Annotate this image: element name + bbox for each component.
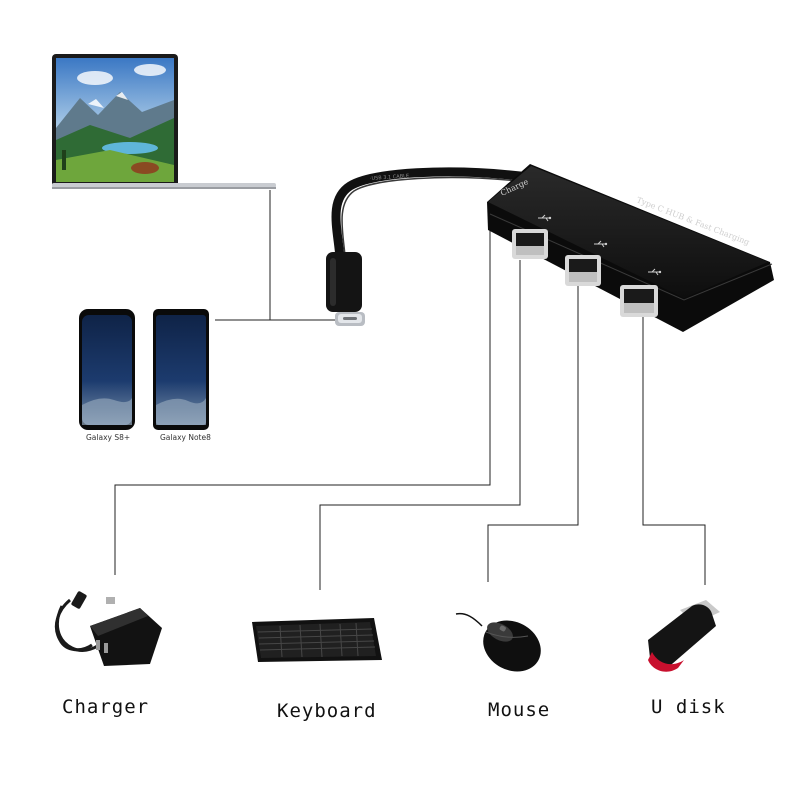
cable-print: ·USB 3.1 CABLE [370, 173, 410, 182]
usb-port-1 [512, 229, 548, 259]
usb-icon [648, 268, 662, 276]
usb-port-3 [620, 285, 658, 317]
connector-lines [114, 190, 706, 590]
usb-c-plug [326, 252, 365, 326]
phone-label-left: Galaxy S8+ [86, 433, 130, 442]
usb-port-2 [565, 255, 601, 286]
udisk-label: U disk [651, 696, 726, 718]
udisk-icon [648, 600, 720, 672]
phone-label-right: Galaxy Note8 [160, 433, 211, 442]
charger-line [114, 230, 491, 575]
phone-galaxy-s8plus [79, 309, 135, 430]
mouse-label: Mouse [488, 699, 550, 721]
mouse-line [487, 285, 579, 582]
keyboard-icon [252, 618, 382, 662]
usb-icon [538, 214, 552, 222]
usb-hub: Type C HUB & Fast Charging Charge [487, 164, 774, 332]
keyboard-label: Keyboard [277, 700, 377, 722]
mouse-icon [455, 612, 541, 672]
laptop-screen [56, 58, 174, 182]
laptop [52, 54, 276, 189]
charger-label: Charger [62, 696, 149, 718]
phone-galaxy-note8 [153, 309, 209, 430]
usb-icon [594, 240, 608, 248]
udisk-line [642, 315, 706, 585]
keyboard-line [319, 260, 521, 590]
charger-icon [54, 591, 162, 666]
